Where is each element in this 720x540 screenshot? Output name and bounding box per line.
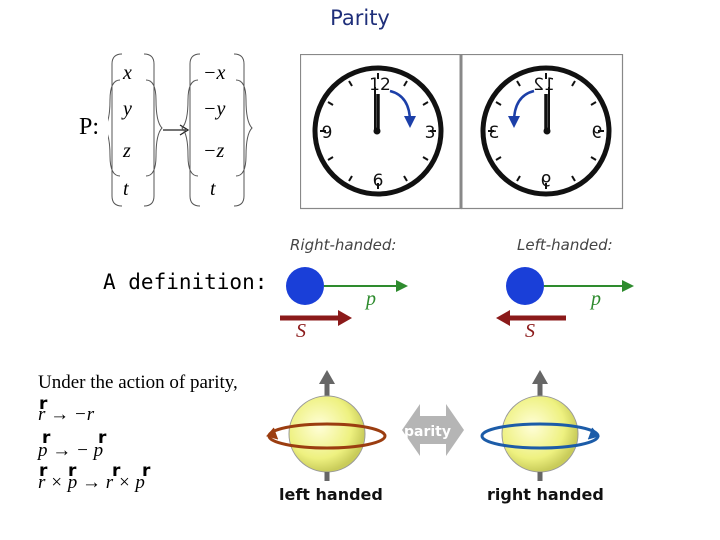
clock-normal: 12 3 6 9: [312, 65, 444, 197]
page-title: Parity: [330, 6, 390, 30]
definition-label: A definition:: [103, 270, 268, 294]
momentum-label-left: p: [591, 288, 601, 310]
parity-operator-label: P:: [79, 114, 100, 140]
clock-mirrored: 12 3 6 9: [480, 65, 612, 197]
vec-left-z: z: [123, 140, 131, 162]
right-handed-sphere: [480, 370, 600, 481]
vec-left-x: x: [123, 62, 132, 84]
left-handed-label: Left-handed:: [517, 236, 613, 254]
vector-mark-p2: r: [98, 428, 107, 448]
vector-mark-r: r: [39, 394, 48, 414]
vector-mark-l4: r: [142, 461, 151, 481]
right-bracket-open: [189, 53, 201, 207]
vec-right-x: −x: [203, 62, 226, 84]
clock-num-9: 9: [322, 123, 333, 143]
vec-left-t: t: [123, 178, 129, 200]
left-handed-caption: left handed: [279, 485, 383, 504]
right-bracket-close: [233, 53, 245, 207]
vec-right-y: −y: [203, 98, 226, 120]
rule-position: r → −r: [38, 404, 95, 425]
axis-arrow-right: [532, 370, 548, 384]
clock-num-6-mirrored: 6: [541, 169, 552, 189]
clock-num-12: 12: [369, 75, 391, 95]
clockwise-arrow-head: [404, 116, 416, 128]
clock-mirror-diagram: 12 3 6 9 12 3 6 9: [300, 54, 624, 210]
clock-num-3-mirrored: 3: [489, 123, 500, 143]
rule-angular-momentum: r × p → r × p: [38, 472, 145, 493]
left-bracket-close: [143, 53, 155, 207]
right-brace: [181, 79, 199, 177]
spin-label-right: S: [296, 320, 306, 342]
spinning-spheres-diagram: [266, 370, 600, 481]
axis-arrow-left: [319, 370, 335, 384]
left-bracket-open: [111, 53, 123, 207]
left-brace-close: [145, 79, 163, 177]
particle-ball-left: [506, 267, 544, 305]
parity-intro-text: Under the action of parity,: [38, 372, 238, 393]
clock-num-12-mirrored: 12: [533, 75, 555, 95]
parity-transform-diagram: [108, 53, 253, 207]
momentum-label-right: p: [366, 288, 376, 310]
left-brace: [108, 79, 121, 177]
vector-mark-l3: r: [112, 461, 121, 481]
vec-right-z: −z: [203, 140, 225, 162]
left-handed-sphere: [266, 370, 387, 481]
vector-mark-l1: r: [39, 461, 48, 481]
vector-mark-p: r: [42, 428, 51, 448]
right-handed-label: Right-handed:: [290, 236, 397, 254]
parity-double-arrow: [402, 404, 464, 456]
vector-mark-l2: r: [68, 461, 77, 481]
vec-left-y: y: [123, 98, 132, 120]
right-brace-close: [235, 79, 253, 177]
clock-num-6: 6: [373, 171, 384, 191]
right-handed-caption: right handed: [487, 485, 604, 504]
handedness-diagram: [280, 267, 634, 326]
clock-num-3: 3: [425, 123, 436, 143]
clock-num-9-mirrored: 9: [592, 123, 603, 143]
spin-label-left: S: [525, 320, 535, 342]
rule-momentum: p → − p: [38, 440, 104, 461]
parity-arrow-label: parity: [404, 424, 451, 440]
particle-ball-right: [286, 267, 324, 305]
vec-right-t: t: [210, 178, 216, 200]
